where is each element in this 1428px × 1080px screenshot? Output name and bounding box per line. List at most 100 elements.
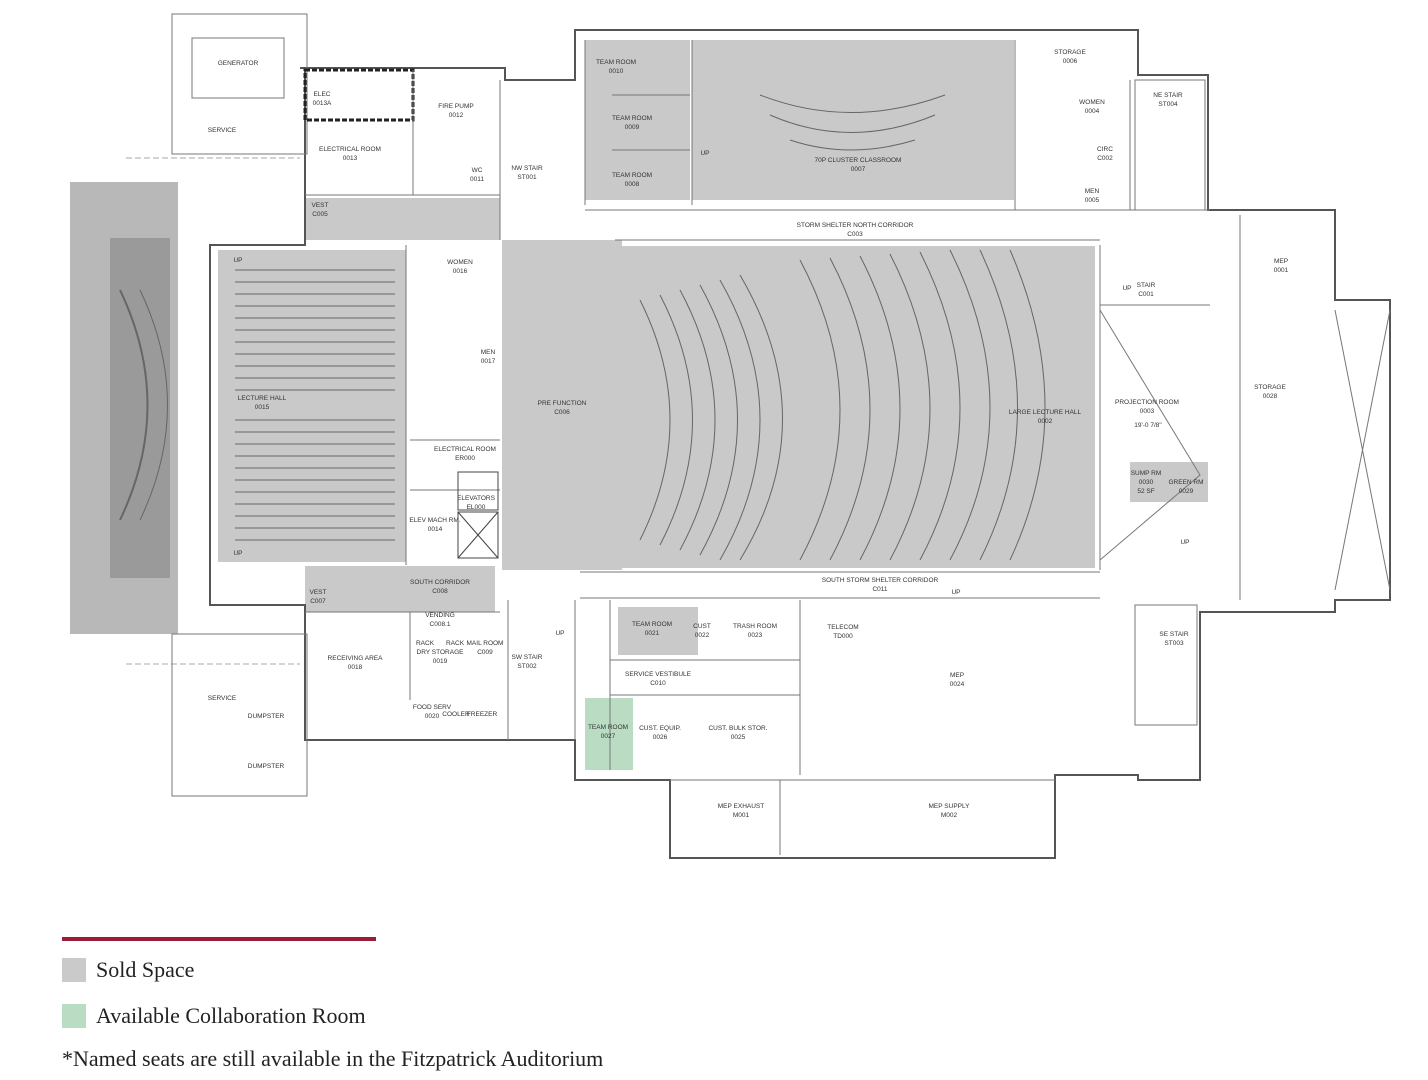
label-up-6: UP — [951, 589, 960, 596]
label-dry-storage: DRY STORAGE — [417, 649, 465, 656]
available-room — [585, 698, 633, 770]
label-team-room-0021: TEAM ROOM — [632, 621, 672, 628]
label-mep-exhaust: MEP EXHAUST — [718, 803, 765, 810]
label-storm-north-corridor-num: C003 — [847, 231, 863, 238]
label-sump-rm-num: 0030 — [1139, 479, 1154, 486]
label-stair-c001: STAIR — [1137, 282, 1156, 289]
label-pre-function: PRE FUNCTION — [538, 400, 587, 407]
label-vending-num: C008.1 — [430, 621, 451, 628]
label-sw-stair-num: ST002 — [517, 663, 537, 670]
label-mep-0001: MEP — [1274, 258, 1288, 265]
label-sump-rm-area: 52 SF — [1137, 488, 1154, 495]
label-vending: VENDING — [425, 612, 455, 619]
label-mep-supply-num: M002 — [941, 812, 958, 819]
label-receiving-num: 0018 — [348, 664, 363, 671]
label-women-0004-num: 0004 — [1085, 108, 1100, 115]
floor-plan: GENERATOR SERVICE ELEC 0013A FIRE PUMP 0… — [70, 13, 1391, 859]
seating — [235, 94, 1046, 561]
label-up-7: UP — [555, 630, 564, 637]
label-service-north: SERVICE — [208, 127, 237, 134]
label-women-0016-num: 0016 — [453, 268, 468, 275]
label-dumpster-1: DUMPSTER — [248, 713, 285, 720]
label-sump-rm: SUMP RM — [1131, 470, 1162, 477]
label-food-serv: FOOD SERV — [413, 704, 452, 711]
label-lecture-hall: LECTURE HALL — [238, 395, 287, 402]
label-dry-storage-num: 0019 — [433, 658, 448, 665]
label-team-room-0008-num: 0008 — [625, 181, 640, 188]
label-storage-0028-num: 0028 — [1263, 393, 1278, 400]
label-mep-0024: MEP — [950, 672, 964, 679]
label-nw-stair-num: ST001 — [517, 174, 537, 181]
label-elevators-num: EL000 — [467, 504, 486, 511]
label-mep-exhaust-num: M001 — [733, 812, 750, 819]
label-elec-num: 0013A — [313, 100, 332, 107]
label-electrical-er000-num: ER000 — [455, 455, 475, 462]
label-generator: GENERATOR — [218, 60, 259, 67]
label-vest-c005: VEST — [312, 202, 329, 209]
label-south-corridor-num: C008 — [432, 588, 448, 595]
label-up-1: UP — [233, 257, 242, 264]
label-circ-num: C002 — [1097, 155, 1113, 162]
label-team-room-0010: TEAM ROOM — [596, 59, 636, 66]
west-terrace — [70, 157, 300, 665]
label-women-0016: WOMEN — [447, 259, 473, 266]
label-service-vestibule: SERVICE VESTIBULE — [625, 671, 692, 678]
label-mail-room-num: C009 — [477, 649, 493, 656]
label-cooler: COOLER — [442, 711, 470, 718]
label-vest-c007: VEST — [310, 589, 327, 596]
label-electrical-room-num: 0013 — [343, 155, 358, 162]
label-cust-equip: CUST. EQUIP. — [639, 725, 681, 732]
label-elev-mach: ELEV MACH RM. — [409, 517, 460, 524]
label-lecture-hall-num: 0015 — [255, 404, 270, 411]
label-mep-0024-num: 0024 — [950, 681, 965, 688]
room-labels: GENERATOR SERVICE ELEC 0013A FIRE PUMP 0… — [208, 49, 1289, 819]
label-nw-stair: NW STAIR — [511, 165, 543, 172]
label-vest-c005-num: C005 — [312, 211, 328, 218]
label-fire-pump-num: 0012 — [449, 112, 464, 119]
label-men-0017-num: 0017 — [481, 358, 496, 365]
label-vest-c007-num: C007 — [310, 598, 326, 605]
label-projection-room: PROJECTION ROOM — [1115, 399, 1179, 406]
label-storage-0028: STORAGE — [1254, 384, 1286, 391]
label-team-room-0009-num: 0009 — [625, 124, 640, 131]
legend-rule — [62, 937, 376, 941]
label-team-room-0009: TEAM ROOM — [612, 115, 652, 122]
label-freezer: FREEZER — [467, 711, 498, 718]
label-rack-1: RACK — [416, 640, 435, 647]
label-south-storm-corridor: SOUTH STORM SHELTER CORRIDOR — [822, 577, 939, 584]
label-up-3: UP — [700, 150, 709, 157]
label-team-room-0021-num: 0021 — [645, 630, 660, 637]
label-up-5: UP — [1180, 539, 1189, 546]
label-elec: ELEC — [314, 91, 331, 98]
label-large-lecture-hall-num: 0002 — [1038, 418, 1053, 425]
label-cust-0022-num: 0022 — [695, 632, 710, 639]
label-wc-num: 0011 — [470, 176, 484, 183]
label-mep-0001-num: 0001 — [1274, 267, 1289, 274]
label-storage-0006-num: 0006 — [1063, 58, 1078, 65]
label-telecom-num: TD000 — [833, 633, 853, 640]
label-green-rm-num: 0029 — [1179, 488, 1194, 495]
label-mail-room: MAIL ROOM — [467, 640, 504, 647]
legend-available: Available Collaboration Room — [62, 1003, 366, 1029]
label-south-storm-corridor-num: C011 — [872, 586, 887, 593]
label-cust-equip-num: 0026 — [653, 734, 668, 741]
label-electrical-room: ELECTRICAL ROOM — [319, 146, 381, 153]
label-green-rm: GREEN RM — [1168, 479, 1203, 486]
available-label: Available Collaboration Room — [96, 1003, 366, 1028]
label-service-south: SERVICE — [208, 695, 237, 702]
label-up-2: UP — [233, 550, 242, 557]
label-elevators: ELEVATORS — [457, 495, 496, 502]
elevator-cars — [457, 471, 499, 559]
label-storage-0006: STORAGE — [1054, 49, 1086, 56]
sold-label: Sold Space — [96, 957, 195, 982]
label-circ: CIRC — [1097, 146, 1113, 153]
label-cust-bulk: CUST. BULK STOR. — [708, 725, 767, 732]
label-cluster-classroom-num: 0007 — [851, 166, 866, 173]
label-receiving: RECEIVING AREA — [328, 655, 384, 662]
label-pre-function-num: C006 — [554, 409, 570, 416]
label-telecom: TELECOM — [827, 624, 858, 631]
label-men-0005: MEN — [1085, 188, 1100, 195]
label-projection-room-num: 0003 — [1140, 408, 1155, 415]
label-women-0004: WOMEN — [1079, 99, 1105, 106]
label-cust-bulk-num: 0025 — [731, 734, 746, 741]
